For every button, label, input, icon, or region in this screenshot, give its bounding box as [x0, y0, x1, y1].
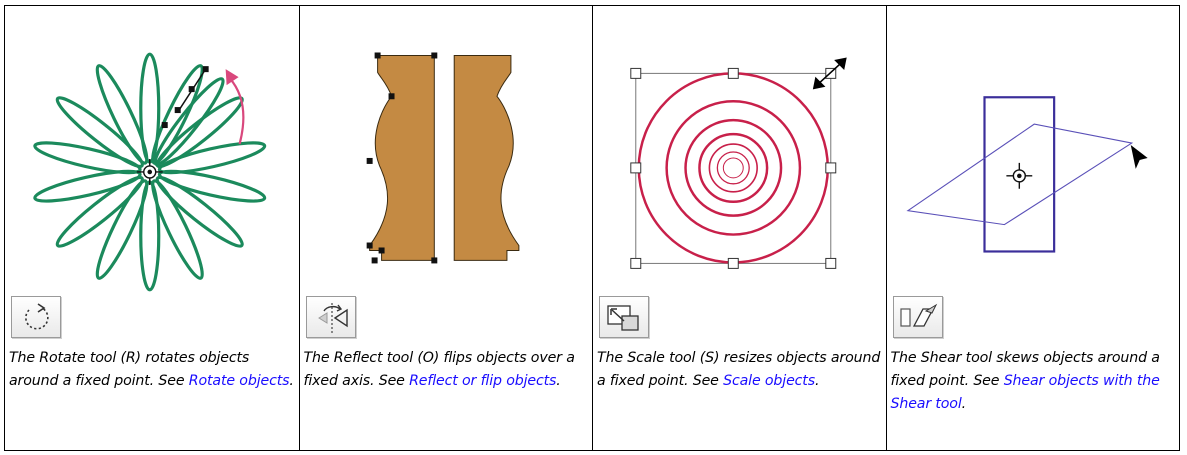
- rotate-caption: The Rotate tool (R) rotates objects arou…: [9, 347, 295, 393]
- tool-comparison-table: The Rotate tool (R) rotates objects arou…: [4, 5, 1180, 451]
- shear-illustration: [887, 6, 1180, 292]
- shear-tool-icon: [894, 297, 944, 339]
- shear-tool-button[interactable]: [893, 296, 943, 338]
- reflect-tool-button[interactable]: [306, 296, 356, 338]
- shear-reference-point: [1006, 163, 1032, 189]
- reflect-objects-link[interactable]: Reflect or flip objects: [409, 373, 556, 389]
- scale-panel: The Scale tool (S) resizes objects aroun…: [592, 6, 886, 450]
- scale-tool-icon: [600, 297, 650, 339]
- vase-half-right: [454, 55, 519, 260]
- rotate-tool-icon: [12, 297, 62, 339]
- concentric-circles: [639, 73, 828, 262]
- caption-end: .: [815, 373, 819, 389]
- rotate-panel: The Rotate tool (R) rotates objects arou…: [5, 6, 299, 450]
- scale-objects-link[interactable]: Scale objects: [723, 373, 815, 389]
- reflect-panel: The Reflect tool (O) flips objects over …: [299, 6, 593, 450]
- shear-panel: The Shear tool skews objects around a fi…: [886, 6, 1180, 450]
- caption-end: .: [962, 396, 966, 412]
- reflect-tool-icon: [307, 297, 357, 339]
- bounding-box-handles: [631, 68, 836, 268]
- scale-caption: The Scale tool (S) resizes objects aroun…: [597, 347, 883, 393]
- scale-illustration: [593, 6, 886, 292]
- rotate-illustration: [5, 6, 299, 292]
- rotate-objects-link[interactable]: Rotate objects: [189, 373, 290, 389]
- rotate-tool-button[interactable]: [11, 296, 61, 338]
- reflect-illustration: [300, 6, 593, 292]
- caption-end: .: [289, 373, 293, 389]
- caption-end: .: [556, 373, 560, 389]
- reflect-caption: The Reflect tool (O) flips objects over …: [304, 347, 590, 393]
- scale-tool-button[interactable]: [599, 296, 649, 338]
- pointer-cursor-icon: [1130, 145, 1147, 169]
- vase-half-left: [369, 55, 434, 260]
- shear-caption: The Shear tool skews objects around a fi…: [891, 347, 1177, 416]
